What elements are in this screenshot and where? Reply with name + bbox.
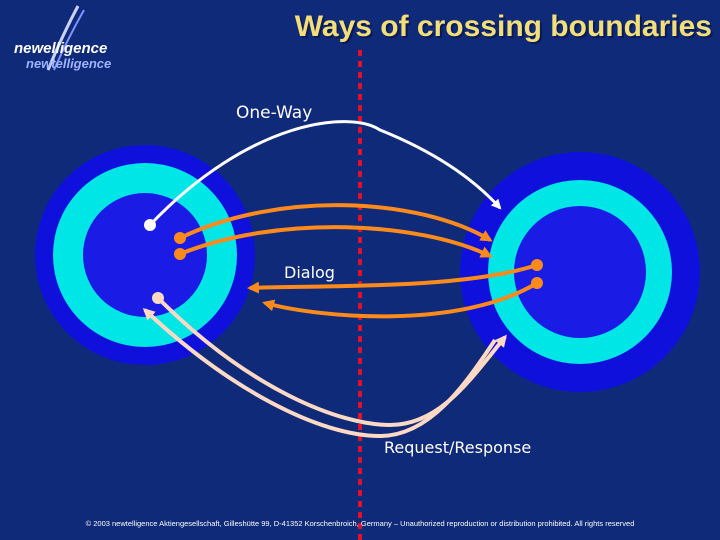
one-way-arrow	[148, 120, 502, 227]
one-way-label: One-Way	[236, 103, 313, 123]
right-service	[460, 152, 700, 392]
request-start-dot	[152, 292, 164, 304]
one-way-start-dot	[144, 219, 156, 231]
dialog-return-dot-2	[531, 277, 543, 289]
logo-text: newelligence	[14, 40, 108, 57]
dialog-arrow-out-2	[179, 225, 493, 258]
right-inner-core	[514, 206, 646, 338]
logo-swoosh-icon	[46, 5, 85, 71]
copyright-footer: © 2003 newtelligence Aktiengesellschaft,…	[85, 519, 635, 528]
dialog-start-dot-1	[174, 232, 186, 244]
logo-text-secondary: newtelligence	[26, 56, 112, 71]
dialog-arrow-back-1	[247, 263, 538, 294]
dialog-return-dot-1	[531, 259, 543, 271]
response-arrow	[142, 307, 497, 439]
left-inner-core	[83, 193, 207, 317]
dialog-arrow-back-2	[262, 281, 539, 319]
dialog-arrow-out-1	[179, 203, 493, 242]
newtelligence-logo: newelligence newtelligence	[8, 4, 138, 74]
dialog-label: Dialog	[284, 263, 335, 282]
dialog-start-dot-2	[174, 248, 186, 260]
left-service	[35, 145, 255, 365]
request-response-label: Request/Response	[384, 438, 532, 457]
slide-title: Ways of crossing boundaries	[294, 10, 712, 43]
request-arrow	[156, 296, 507, 428]
